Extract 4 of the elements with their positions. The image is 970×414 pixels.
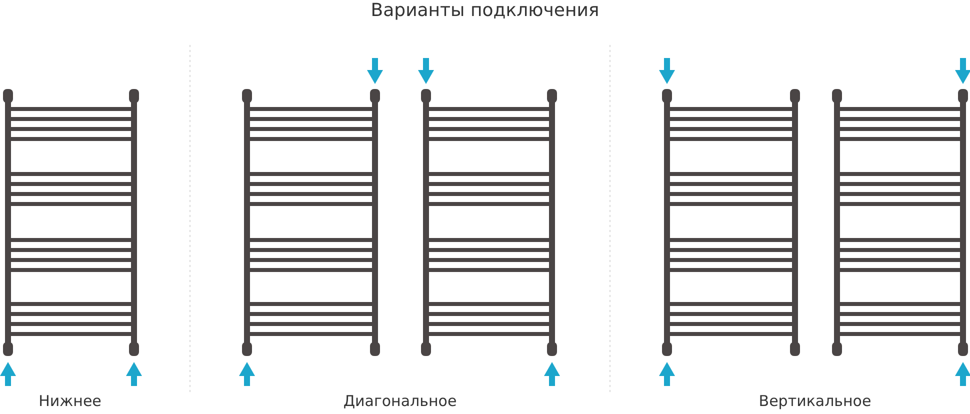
variant-label: Нижнее xyxy=(38,392,102,410)
title: Варианты подключения xyxy=(370,0,600,21)
variant-label: Диагональное xyxy=(343,392,457,410)
variant-label: Вертикальное xyxy=(758,392,872,410)
